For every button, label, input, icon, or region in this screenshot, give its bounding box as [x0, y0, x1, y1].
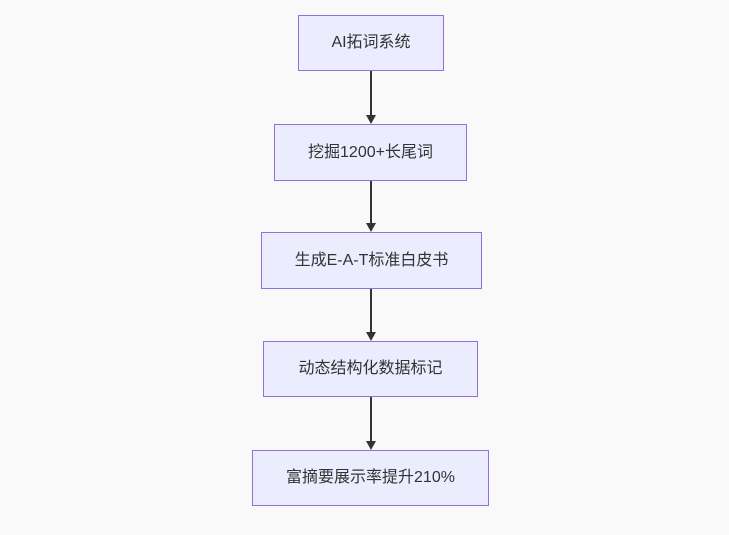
arrow-down-icon — [366, 223, 376, 232]
flow-arrow-2 — [365, 181, 377, 232]
flow-node-longtail-mining: 挖掘1200+长尾词 — [274, 124, 467, 181]
flow-node-structured-data-markup: 动态结构化数据标记 — [263, 341, 478, 397]
arrow-down-icon — [366, 332, 376, 341]
arrow-line — [370, 71, 372, 115]
arrow-line — [370, 289, 372, 332]
flow-node-label: AI拓词系统 — [331, 34, 411, 51]
flow-node-ai-keyword-system: AI拓词系统 — [298, 15, 444, 71]
flow-node-label: 富摘要展示率提升210% — [286, 469, 455, 486]
flow-node-label: 动态结构化数据标记 — [298, 360, 443, 377]
flow-arrow-3 — [365, 289, 377, 341]
arrow-line — [370, 397, 372, 441]
flow-node-rich-snippet-result: 富摘要展示率提升210% — [252, 450, 489, 506]
flow-arrow-1 — [365, 71, 377, 124]
flow-arrow-4 — [365, 397, 377, 450]
flow-node-label: 挖掘1200+长尾词 — [308, 143, 433, 161]
arrow-down-icon — [366, 115, 376, 124]
flow-node-eat-whitepaper: 生成E-A-T标准白皮书 — [261, 232, 482, 289]
flow-node-label: 生成E-A-T标准白皮书 — [294, 251, 449, 269]
arrow-down-icon — [366, 441, 376, 450]
arrow-line — [370, 181, 372, 223]
